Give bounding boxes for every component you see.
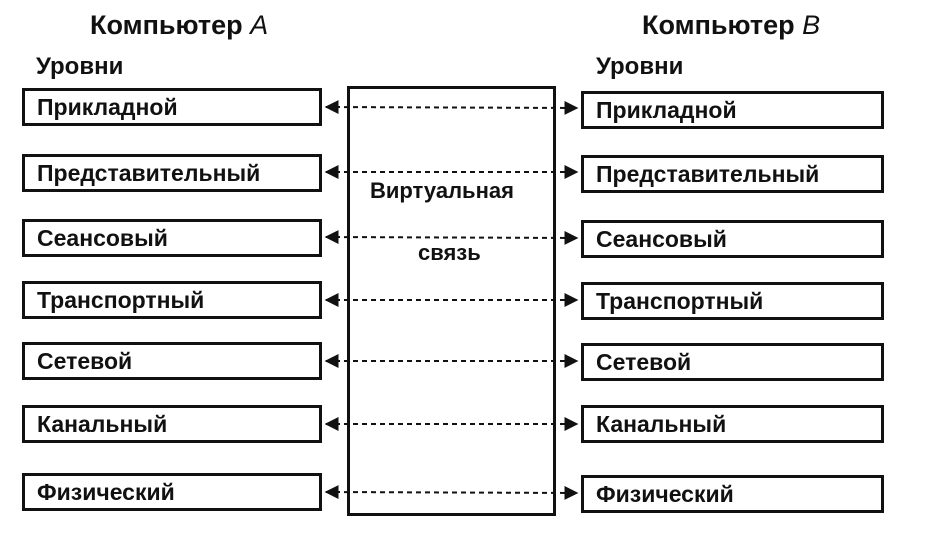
- layer-a-session: Сеансовый: [22, 219, 322, 257]
- layer-b-session: Сеансовый: [581, 220, 884, 258]
- layer-a-application: Прикладной: [22, 88, 322, 126]
- computer-a-label: Компьютер: [90, 10, 251, 40]
- computer-a-levels-label: Уровни: [36, 53, 124, 80]
- layer-b-application: Прикладной: [581, 91, 884, 129]
- virtual-link-label-line2: связь: [418, 240, 481, 265]
- layer-b-transport: Транспортный: [581, 282, 884, 320]
- arrow-session: [324, 230, 579, 245]
- layer-b-presentation: Представительный: [581, 155, 884, 193]
- arrow-application: [324, 100, 579, 115]
- layer-b-physical: Физический: [581, 475, 884, 513]
- computer-b-name: B: [802, 10, 821, 40]
- computer-a-heading: Компьютер A: [90, 12, 268, 39]
- computer-a-name: A: [250, 10, 269, 40]
- computer-b-label: Компьютер: [642, 10, 803, 40]
- computer-b-heading: Компьютер B: [642, 12, 820, 39]
- layer-b-datalink: Канальный: [581, 405, 884, 443]
- layer-a-transport: Транспортный: [22, 281, 322, 319]
- layer-a-network: Сетевой: [22, 342, 322, 380]
- arrow-physical: [324, 485, 579, 500]
- virtual-link-label-line1: Виртуальная: [370, 178, 514, 203]
- layer-a-datalink: Канальный: [22, 405, 322, 443]
- computer-b-levels-label: Уровни: [596, 53, 684, 80]
- layer-b-network: Сетевой: [581, 343, 884, 381]
- layer-a-physical: Физический: [22, 473, 322, 511]
- layer-a-presentation: Представительный: [22, 154, 322, 192]
